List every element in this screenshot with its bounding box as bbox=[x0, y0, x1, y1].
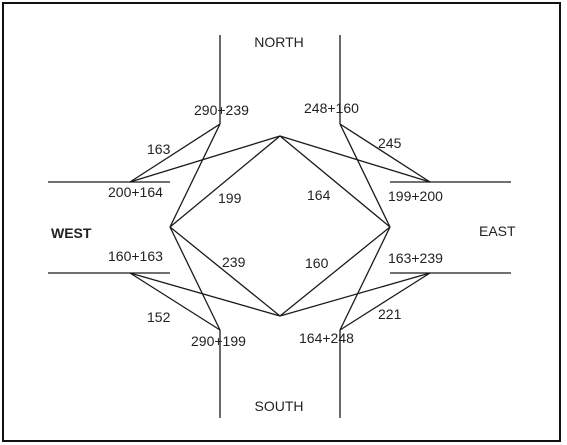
direction-labels: NORTH SOUTH WEST EAST bbox=[51, 34, 516, 414]
flow-labels: 290+239 248+160 163 245 200+164 199+200 … bbox=[108, 100, 443, 349]
flow-label-nw-road: 290+239 bbox=[194, 102, 249, 118]
flow-label-es-road: 163+239 bbox=[388, 250, 443, 266]
flow-label-inner-se: 160 bbox=[305, 255, 329, 271]
south-label: SOUTH bbox=[255, 398, 304, 414]
center-diamond bbox=[169, 135, 391, 317]
east-label: EAST bbox=[479, 223, 516, 239]
flow-label-inner-ne: 164 bbox=[307, 187, 331, 203]
diamond-edge-nw bbox=[169, 135, 281, 228]
south-to-east-line bbox=[339, 226, 391, 331]
diamond-edge-ne bbox=[279, 135, 391, 228]
flow-label-sw-corner: 152 bbox=[147, 309, 171, 325]
south-to-west-line bbox=[169, 226, 221, 331]
flow-label-ne-corner: 245 bbox=[378, 135, 402, 151]
east-to-north-line bbox=[339, 123, 431, 183]
flow-label-se-corner: 221 bbox=[378, 306, 402, 322]
road-edges bbox=[48, 35, 511, 418]
diagram-frame bbox=[2, 2, 561, 442]
flow-label-inner-nw: 199 bbox=[218, 190, 242, 206]
east-approach-to-bottom-line bbox=[279, 272, 431, 317]
north-label: NORTH bbox=[254, 34, 304, 50]
diamond-edge-sw bbox=[169, 226, 281, 317]
east-to-south-line bbox=[339, 272, 431, 331]
flow-label-sw-road: 290+199 bbox=[191, 333, 246, 349]
movement-lines bbox=[129, 123, 431, 331]
west-approach-to-bottom-line bbox=[129, 272, 281, 317]
flow-label-nw-corner: 163 bbox=[147, 141, 171, 157]
west-to-north-line bbox=[129, 123, 221, 183]
east-approach-to-apex-line bbox=[279, 135, 431, 183]
flow-label-wn-road: 200+164 bbox=[108, 184, 163, 200]
west-label: WEST bbox=[51, 225, 92, 241]
diamond-edge-se bbox=[279, 226, 391, 317]
west-approach-to-apex-line bbox=[129, 135, 281, 183]
flow-label-en-road: 199+200 bbox=[388, 188, 443, 204]
flow-label-ws-road: 160+163 bbox=[108, 248, 163, 264]
north-to-west-line bbox=[169, 123, 221, 228]
north-to-east-line bbox=[339, 123, 391, 228]
flow-label-se-road: 164+248 bbox=[299, 330, 354, 346]
flow-label-ne-road: 248+160 bbox=[304, 100, 359, 116]
flow-label-inner-sw: 239 bbox=[222, 254, 246, 270]
west-to-south-line bbox=[129, 272, 221, 331]
